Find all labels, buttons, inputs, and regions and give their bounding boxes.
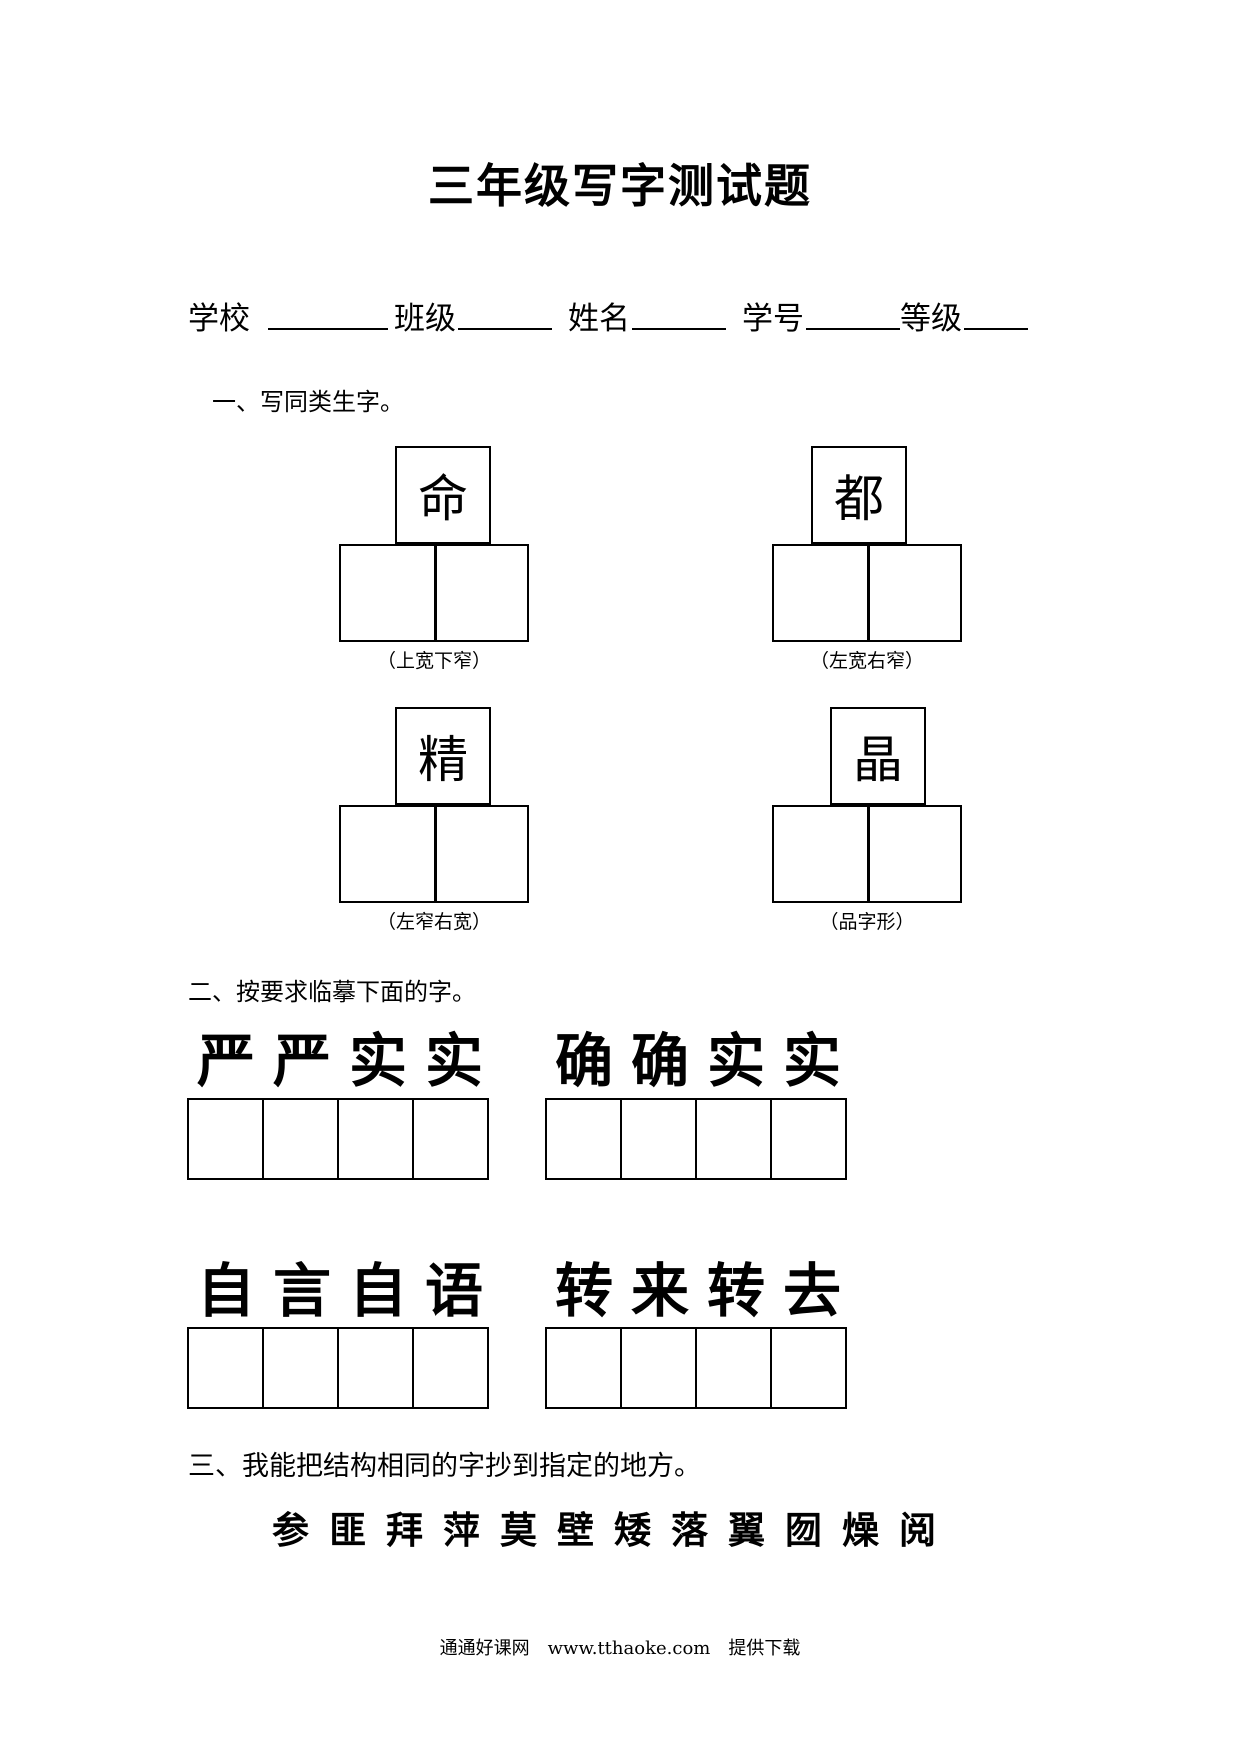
copy-char: 实 — [706, 1027, 765, 1095]
structure-caption: （上宽下窄） — [376, 650, 491, 672]
structure-char-list: 参 匪 拜 萍 莫 壁 矮 落 翼 囫 燥 阅 — [262, 1500, 946, 1554]
copy-chars-group: 确 确 实 实 — [546, 1014, 850, 1098]
class-label: 班级 — [394, 301, 456, 337]
writing-cell[interactable] — [697, 1100, 772, 1178]
list-char: 囫 — [785, 1509, 822, 1552]
page-title: 三年级写字测试题 — [428, 159, 812, 213]
list-char: 壁 — [557, 1509, 594, 1552]
copy-char: 确 — [554, 1027, 613, 1095]
school-blank[interactable] — [268, 328, 388, 330]
student-info-row: 学校 班级 姓名 学号 等级 — [0, 293, 1240, 343]
writing-box-pair[interactable] — [339, 805, 529, 903]
list-char: 参 — [272, 1509, 309, 1552]
name-blank[interactable] — [632, 328, 726, 330]
section1-heading: 一、写同类生字。 — [212, 388, 404, 416]
writing-cell[interactable] — [264, 1329, 339, 1407]
list-char: 匪 — [329, 1509, 366, 1552]
writing-cell[interactable] — [547, 1100, 622, 1178]
copy-char: 实 — [424, 1027, 483, 1095]
model-char-box: 都 — [811, 446, 907, 544]
writing-cell[interactable] — [547, 1329, 622, 1407]
copy-char: 自 — [196, 1257, 255, 1325]
writing-cell[interactable] — [622, 1100, 697, 1178]
writing-cell[interactable] — [339, 1100, 414, 1178]
writing-cell[interactable] — [339, 1329, 414, 1407]
structure-caption: （品字形） — [819, 911, 915, 933]
name-label: 姓名 — [568, 301, 630, 337]
list-char: 萍 — [443, 1509, 480, 1552]
list-char: 莫 — [500, 1509, 537, 1552]
number-blank[interactable] — [806, 328, 900, 330]
copy-char: 确 — [630, 1027, 689, 1095]
copy-char: 去 — [782, 1257, 841, 1325]
writing-cell[interactable] — [414, 1329, 487, 1407]
copy-char: 实 — [782, 1027, 841, 1095]
footer-text: 通通好课网 www.tthaoke.com 提供下载 — [439, 1638, 801, 1659]
writing-box-pair[interactable] — [772, 805, 962, 903]
copy-chars-group: 严 严 实 实 — [188, 1014, 492, 1098]
model-char-box: 命 — [395, 446, 491, 544]
writing-cell[interactable] — [697, 1329, 772, 1407]
list-char: 翼 — [728, 1509, 765, 1552]
writing-box-pair[interactable] — [772, 544, 962, 642]
grade-label: 等级 — [900, 301, 962, 337]
writing-grid[interactable] — [187, 1327, 489, 1409]
school-label: 学校 — [188, 301, 250, 337]
writing-cell[interactable] — [189, 1100, 264, 1178]
copy-char: 严 — [272, 1027, 331, 1095]
list-char: 拜 — [386, 1509, 423, 1552]
copy-char: 来 — [630, 1257, 689, 1325]
copy-char: 语 — [424, 1257, 483, 1325]
copy-chars-group: 转 来 转 去 — [546, 1244, 850, 1328]
section2-heading: 二、按要求临摹下面的字。 — [188, 978, 476, 1006]
writing-grid[interactable] — [545, 1098, 847, 1180]
grade-blank[interactable] — [964, 328, 1028, 330]
class-blank[interactable] — [458, 328, 552, 330]
section3-heading: 三、我能把结构相同的字抄到指定的地方。 — [188, 1451, 701, 1482]
list-char: 燥 — [842, 1509, 879, 1552]
number-label: 学号 — [742, 301, 804, 337]
copy-char: 言 — [272, 1257, 331, 1325]
writing-cell[interactable] — [772, 1100, 845, 1178]
writing-grid[interactable] — [545, 1327, 847, 1409]
copy-char: 转 — [706, 1257, 765, 1325]
writing-grid[interactable] — [187, 1098, 489, 1180]
copy-chars-group: 自 言 自 语 — [188, 1244, 492, 1328]
writing-cell[interactable] — [622, 1329, 697, 1407]
writing-cell[interactable] — [772, 1329, 845, 1407]
copy-char: 严 — [196, 1027, 255, 1095]
writing-cell[interactable] — [414, 1100, 487, 1178]
copy-char: 自 — [348, 1257, 407, 1325]
list-char: 阅 — [899, 1509, 936, 1552]
structure-caption: （左窄右宽） — [376, 911, 491, 933]
structure-caption: （左宽右窄） — [809, 650, 924, 672]
copy-char: 实 — [348, 1027, 407, 1095]
writing-cell[interactable] — [189, 1329, 264, 1407]
writing-box-pair[interactable] — [339, 544, 529, 642]
copy-char: 转 — [554, 1257, 613, 1325]
writing-cell[interactable] — [264, 1100, 339, 1178]
list-char: 矮 — [614, 1509, 651, 1552]
list-char: 落 — [671, 1509, 708, 1552]
model-char-box: 晶 — [830, 707, 926, 805]
model-char-box: 精 — [395, 707, 491, 805]
